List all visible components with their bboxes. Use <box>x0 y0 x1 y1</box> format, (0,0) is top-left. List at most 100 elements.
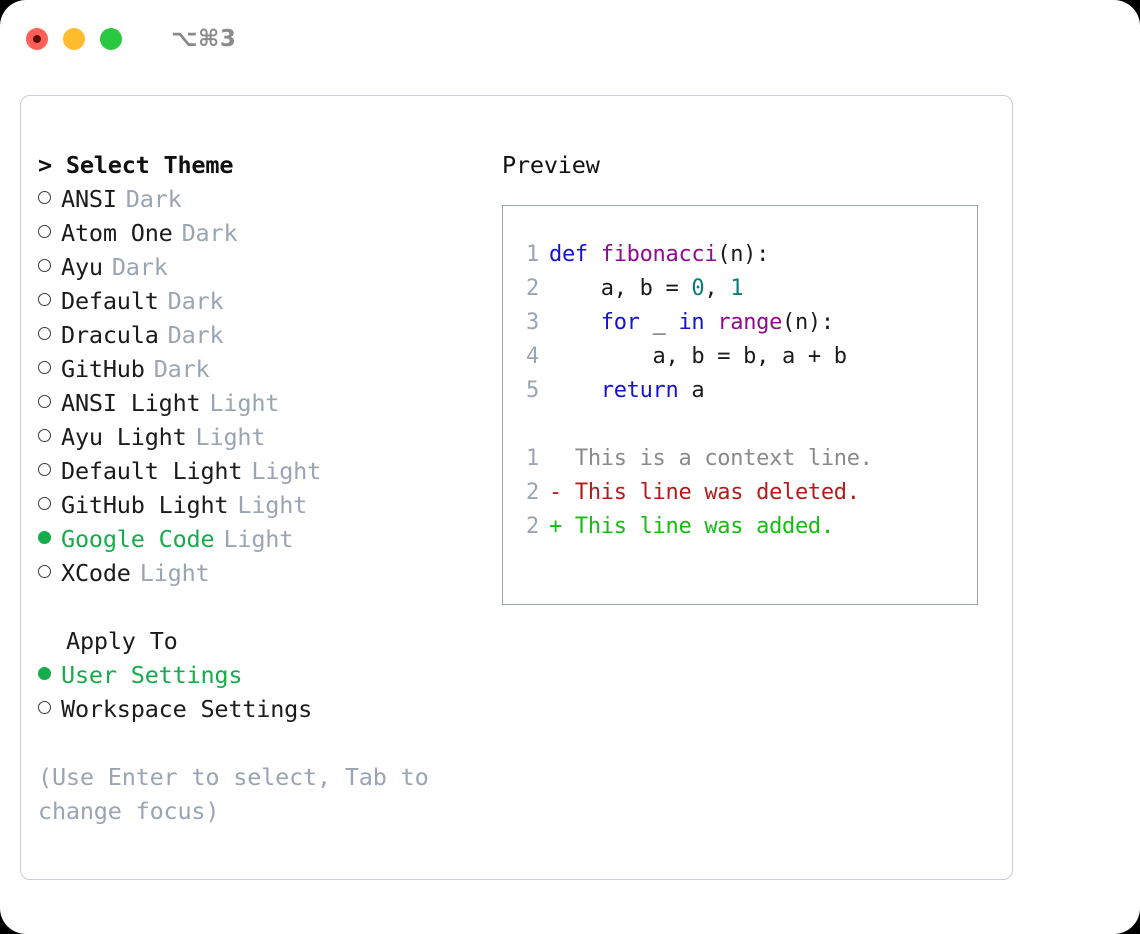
theme-option-kind: Light <box>209 389 280 417</box>
theme-option-kind: Dark <box>167 321 224 349</box>
radio-unselected-icon[interactable] <box>38 259 51 272</box>
diff-line-added: 2 + This line was added. <box>503 510 977 544</box>
code-token-number: 0 <box>691 276 705 301</box>
theme-option-label: XCode <box>61 559 131 587</box>
radio-unselected-icon[interactable] <box>38 225 51 238</box>
radio-unselected-icon[interactable] <box>38 701 51 714</box>
apply-to-option-workspace-settings[interactable]: Workspace Settings <box>38 692 478 726</box>
diff-line-deleted: 2- This line was deleted. <box>503 476 977 510</box>
code-line-text: a, b = b, a + b <box>549 340 848 374</box>
theme-option-dracula[interactable]: Dracula Dark <box>38 318 478 352</box>
code-line-text: def fibonacci(n): <box>549 238 769 272</box>
radio-unselected-icon[interactable] <box>38 497 51 510</box>
code-token-number: 1 <box>730 276 744 301</box>
keyboard-shortcut-label: ⌥⌘3 <box>171 26 237 52</box>
theme-option-kind: Dark <box>181 219 238 247</box>
code-token-plain: , <box>704 276 731 301</box>
code-token-plain: _ <box>639 310 679 335</box>
code-token-keyword: return <box>600 378 679 403</box>
radio-selected-icon[interactable] <box>38 531 51 544</box>
theme-option-ayu[interactable]: Ayu Dark <box>38 250 478 284</box>
line-number: 5 <box>526 378 539 403</box>
theme-option-xcode[interactable]: XCode Light <box>38 556 478 590</box>
theme-option-label: ANSI <box>61 185 117 213</box>
line-number: 1 <box>526 242 539 267</box>
code-line-text: a, b = 0, 1 <box>549 272 744 306</box>
theme-option-label: Google Code <box>61 525 215 553</box>
radio-selected-icon[interactable] <box>38 667 51 680</box>
theme-option-label: Atom One <box>61 219 173 247</box>
code-line-text: for _ in range(n): <box>549 306 834 340</box>
code-line: 5 return a <box>503 374 977 408</box>
code-line: 3 for _ in range(n): <box>503 306 977 340</box>
theme-option-label: Dracula <box>61 321 159 349</box>
theme-option-label: Ayu <box>61 253 103 281</box>
theme-option-kind: Light <box>251 457 322 485</box>
code-token-plain: (n): <box>717 242 770 267</box>
apply-to-heading: Apply To <box>66 627 178 655</box>
window-controls <box>26 28 122 50</box>
radio-unselected-icon[interactable] <box>38 463 51 476</box>
keyboard-hint-text: (Use Enter to select, Tab to change focu… <box>38 763 429 825</box>
line-number: 3 <box>526 310 539 335</box>
radio-unselected-icon[interactable] <box>38 327 51 340</box>
diff-line-context: 1 This is a context line. <box>503 442 977 476</box>
theme-option-github-light[interactable]: GitHub Light Light <box>38 488 478 522</box>
radio-unselected-icon[interactable] <box>38 293 51 306</box>
code-line: 2 a, b = 0, 1 <box>503 272 977 306</box>
line-number: 2 <box>526 480 539 505</box>
theme-option-atom-one[interactable]: Atom One Dark <box>38 216 478 250</box>
radio-unselected-icon[interactable] <box>38 429 51 442</box>
theme-option-label: Ayu Light <box>61 423 187 451</box>
theme-option-kind: Dark <box>111 253 168 281</box>
radio-unselected-icon[interactable] <box>38 361 51 374</box>
code-token-function: range <box>717 310 783 335</box>
code-token-plain <box>704 310 717 335</box>
code-token-plain <box>549 378 601 403</box>
apply-to-option-user-settings[interactable]: User Settings <box>38 658 478 692</box>
code-token-plain <box>549 310 601 335</box>
code-line-text: return a <box>549 374 705 408</box>
code-token-plain: a <box>678 378 705 403</box>
maximize-light-icon[interactable] <box>100 28 122 50</box>
code-token-plain: a, b = b, a + b <box>549 344 848 369</box>
code-spacer <box>503 408 977 442</box>
code-line: 4 a, b = b, a + b <box>503 340 977 374</box>
diff-line-text: + This line was added. <box>549 514 834 539</box>
preview-heading: Preview <box>502 151 600 179</box>
apply-to-option-label: Workspace Settings <box>61 695 313 723</box>
code-token-function: fibonacci <box>600 242 718 267</box>
apply-to-option-label: User Settings <box>61 661 243 689</box>
code-token-keyword: in <box>678 310 705 335</box>
theme-option-kind: Dark <box>125 185 182 213</box>
radio-unselected-icon[interactable] <box>38 191 51 204</box>
radio-unselected-icon[interactable] <box>38 395 51 408</box>
code-token-plain: (n): <box>782 310 834 335</box>
theme-option-label: GitHub Light <box>61 491 229 519</box>
close-light-icon[interactable] <box>26 28 48 50</box>
theme-option-kind: Light <box>237 491 308 519</box>
line-number: 2 <box>526 514 539 539</box>
theme-option-kind: Dark <box>167 287 224 315</box>
code-token-keyword: def <box>549 242 601 267</box>
theme-option-kind: Light <box>139 559 210 587</box>
select-theme-heading: > Select Theme <box>38 151 234 179</box>
code-token-plain: a, b = <box>549 276 692 301</box>
minimize-light-icon[interactable] <box>63 28 85 50</box>
radio-unselected-icon[interactable] <box>38 565 51 578</box>
diff-line-text: This is a context line. <box>549 446 873 471</box>
theme-option-ansi[interactable]: ANSI Dark <box>38 182 478 216</box>
